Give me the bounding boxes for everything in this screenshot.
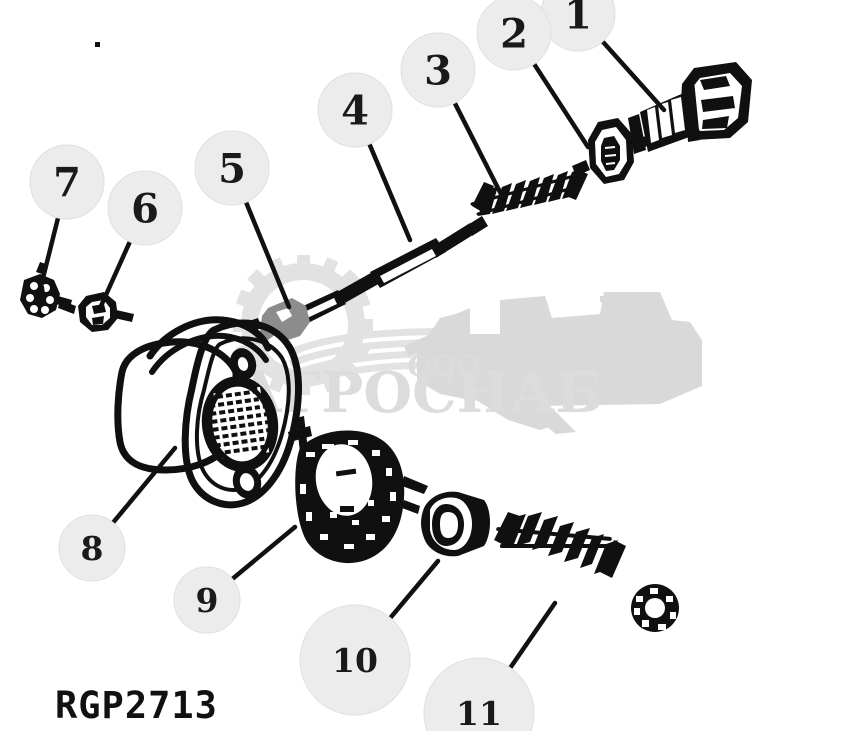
callout-number-2: 2 — [500, 10, 528, 57]
part-compression-spring-lower — [494, 512, 626, 578]
callout-leader-line-3 — [450, 97, 505, 199]
part-small-washer — [631, 584, 679, 632]
watermark-company-form: ООО — [407, 350, 480, 383]
callout-circle-7[interactable] — [29, 144, 105, 220]
callout-number-11: 11 — [456, 694, 502, 731]
callout-number-3: 3 — [424, 47, 452, 94]
part-compression-spring-upper — [470, 169, 588, 216]
callout-circle-11[interactable] — [423, 657, 535, 731]
callout-circle-6[interactable] — [107, 170, 183, 246]
callout-leader-line-9 — [227, 524, 298, 584]
screened-port — [201, 376, 279, 472]
callout-leader-line-2 — [529, 58, 591, 150]
callout-circle-5[interactable] — [194, 130, 270, 206]
callout-leader-line-6 — [98, 235, 134, 309]
part-washer-collar — [572, 118, 648, 184]
callout-circle-9[interactable] — [173, 566, 241, 634]
callout-number-9: 9 — [196, 581, 219, 620]
part-pump-housing-body — [114, 316, 312, 509]
callout-circle-3[interactable] — [400, 32, 476, 108]
callout-leader-line-7 — [38, 211, 62, 289]
part-connecting-rod-link — [290, 216, 488, 328]
callout-number-4: 4 — [341, 87, 369, 134]
callout-number-7: 7 — [53, 159, 81, 206]
callout-circle-8[interactable] — [58, 514, 126, 582]
callout-leader-line-1 — [597, 36, 667, 113]
part-cap-screw-bolt — [628, 62, 752, 154]
callout-number-6: 6 — [131, 185, 159, 232]
callout-circle-10[interactable] — [299, 604, 411, 716]
callout-number-5: 5 — [218, 145, 246, 192]
callout-leader-line-11 — [505, 600, 558, 674]
callout-number-1: 1 — [564, 0, 592, 38]
scan-speck — [95, 42, 100, 47]
callout-number-10: 10 — [332, 641, 378, 680]
part-bushing-sleeve — [402, 491, 490, 557]
callout-number-8: 8 — [81, 529, 104, 568]
part-gasket-seal — [295, 430, 428, 564]
callout-circle-4[interactable] — [317, 72, 393, 148]
callout-leader-line-5 — [242, 196, 292, 310]
callout-leader-line-10 — [385, 558, 441, 624]
part-number-label: RGP2713 — [55, 684, 218, 727]
callout-leader-line-8 — [108, 445, 178, 528]
callout-leader-line-4 — [365, 138, 413, 243]
part-knurled-nut — [20, 262, 72, 318]
callout-circle-2[interactable] — [476, 0, 552, 71]
combine-harvester-icon — [404, 292, 702, 434]
